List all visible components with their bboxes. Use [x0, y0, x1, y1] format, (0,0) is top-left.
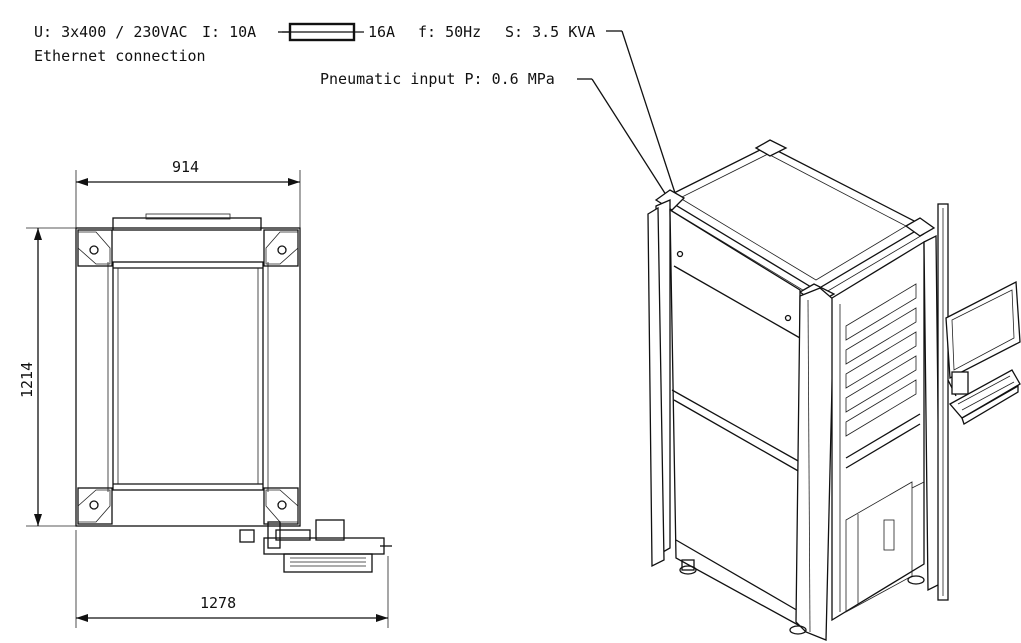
top-view [75, 213, 392, 573]
fuse-rating-label: 16A [368, 23, 395, 41]
isometric-machine-view [647, 139, 1021, 641]
power-label: S: 3.5 KVA [505, 23, 595, 41]
corner-post-tr [263, 229, 299, 267]
fuse-symbol [278, 22, 364, 42]
dimension-width-bottom-label: 1278 [200, 594, 236, 612]
ethernet-label: Ethernet connection [34, 47, 206, 65]
dimension-width-top-label: 914 [172, 158, 199, 176]
dimension-height: 1214 [18, 227, 76, 527]
corner-post-bl [77, 487, 113, 525]
dimension-width-bottom: 1278 [75, 530, 389, 628]
voltage-label: U: 3x400 / 230VAC [34, 23, 188, 41]
corner-post-tl [77, 229, 113, 267]
pneumatic-label: Pneumatic input P: 0.6 MPa [320, 70, 555, 88]
top-view-monitor-arm [239, 519, 392, 573]
corner-post-br [263, 487, 299, 525]
current-label: I: 10A [202, 23, 256, 41]
monitor-arm [945, 280, 1021, 425]
frequency-label: f: 50Hz [418, 23, 481, 41]
power-leader-line [606, 30, 677, 197]
dimension-width-top: 914 [75, 158, 301, 228]
pneumatic-leader-line [577, 78, 669, 199]
dimension-height-label: 1214 [18, 362, 36, 398]
